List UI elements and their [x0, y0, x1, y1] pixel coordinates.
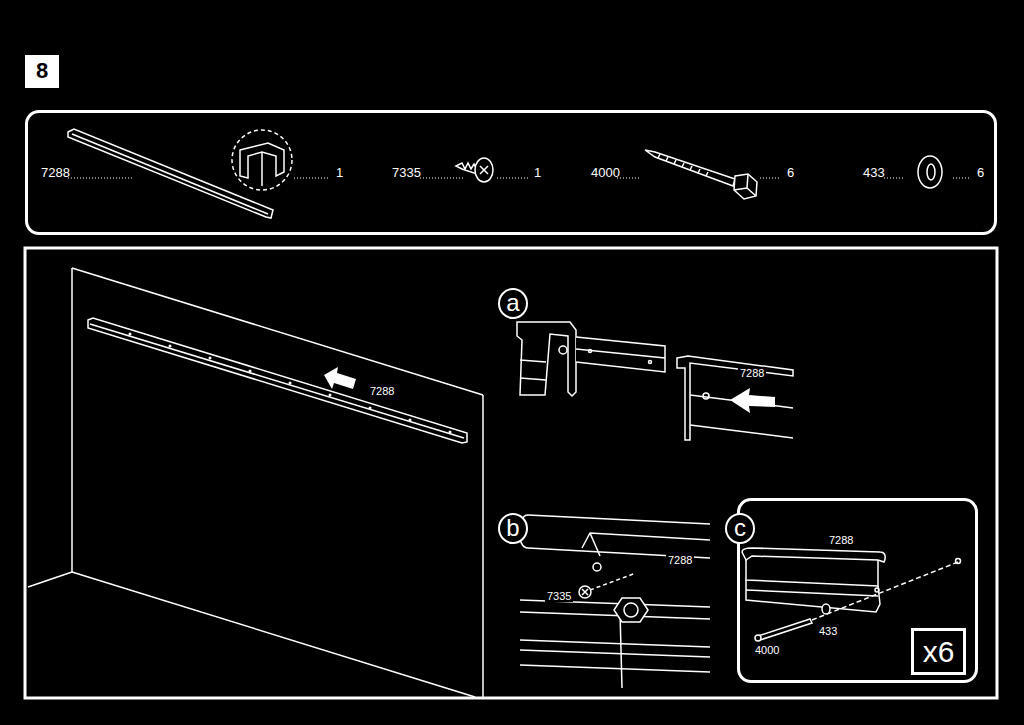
- part-text: 4000: [755, 644, 779, 656]
- bolt-part: [645, 150, 757, 199]
- part-text: 1: [336, 166, 343, 180]
- detail-letter: b: [498, 513, 528, 544]
- wall-rail: [88, 318, 467, 443]
- part-text: 433: [819, 625, 837, 637]
- part-text: 4000: [591, 166, 620, 180]
- wall: [28, 268, 483, 697]
- step-number-box: 8: [25, 55, 59, 88]
- detail-a: [517, 322, 793, 440]
- part-text: b: [506, 515, 519, 541]
- part-text: x6: [923, 635, 955, 668]
- part-label: 7335: [545, 590, 573, 602]
- detail-letter: c: [725, 513, 755, 544]
- part-text: 8: [36, 59, 48, 83]
- rail-part: [68, 129, 292, 218]
- part-label: 7288: [368, 385, 396, 397]
- dotted-leader: [68, 178, 971, 179]
- detail-b: [519, 515, 710, 688]
- detail-letter: a: [498, 288, 528, 319]
- part-label: 7288: [666, 554, 694, 566]
- washer-part: [918, 156, 942, 188]
- part-text: c: [734, 515, 746, 541]
- main-frame: [25, 248, 997, 698]
- part-text: 7335: [392, 166, 421, 180]
- quantity-box: x6: [911, 628, 966, 675]
- direction-arrow: [324, 367, 356, 389]
- part-text: a: [506, 290, 519, 316]
- part-text: 7288: [829, 534, 853, 546]
- parts-panel: 7288 1 7335 1 4000 6 433 6: [25, 110, 997, 235]
- part-text: 433: [863, 166, 885, 180]
- screw-part: [456, 158, 493, 182]
- detail-panel: 7288 433 4000 x6: [737, 498, 978, 683]
- part-label: 7288: [738, 367, 766, 379]
- part-text: 7288: [41, 166, 70, 180]
- part-text: 6: [977, 166, 984, 180]
- part-text: 1: [534, 166, 541, 180]
- part-text: 6: [787, 166, 794, 180]
